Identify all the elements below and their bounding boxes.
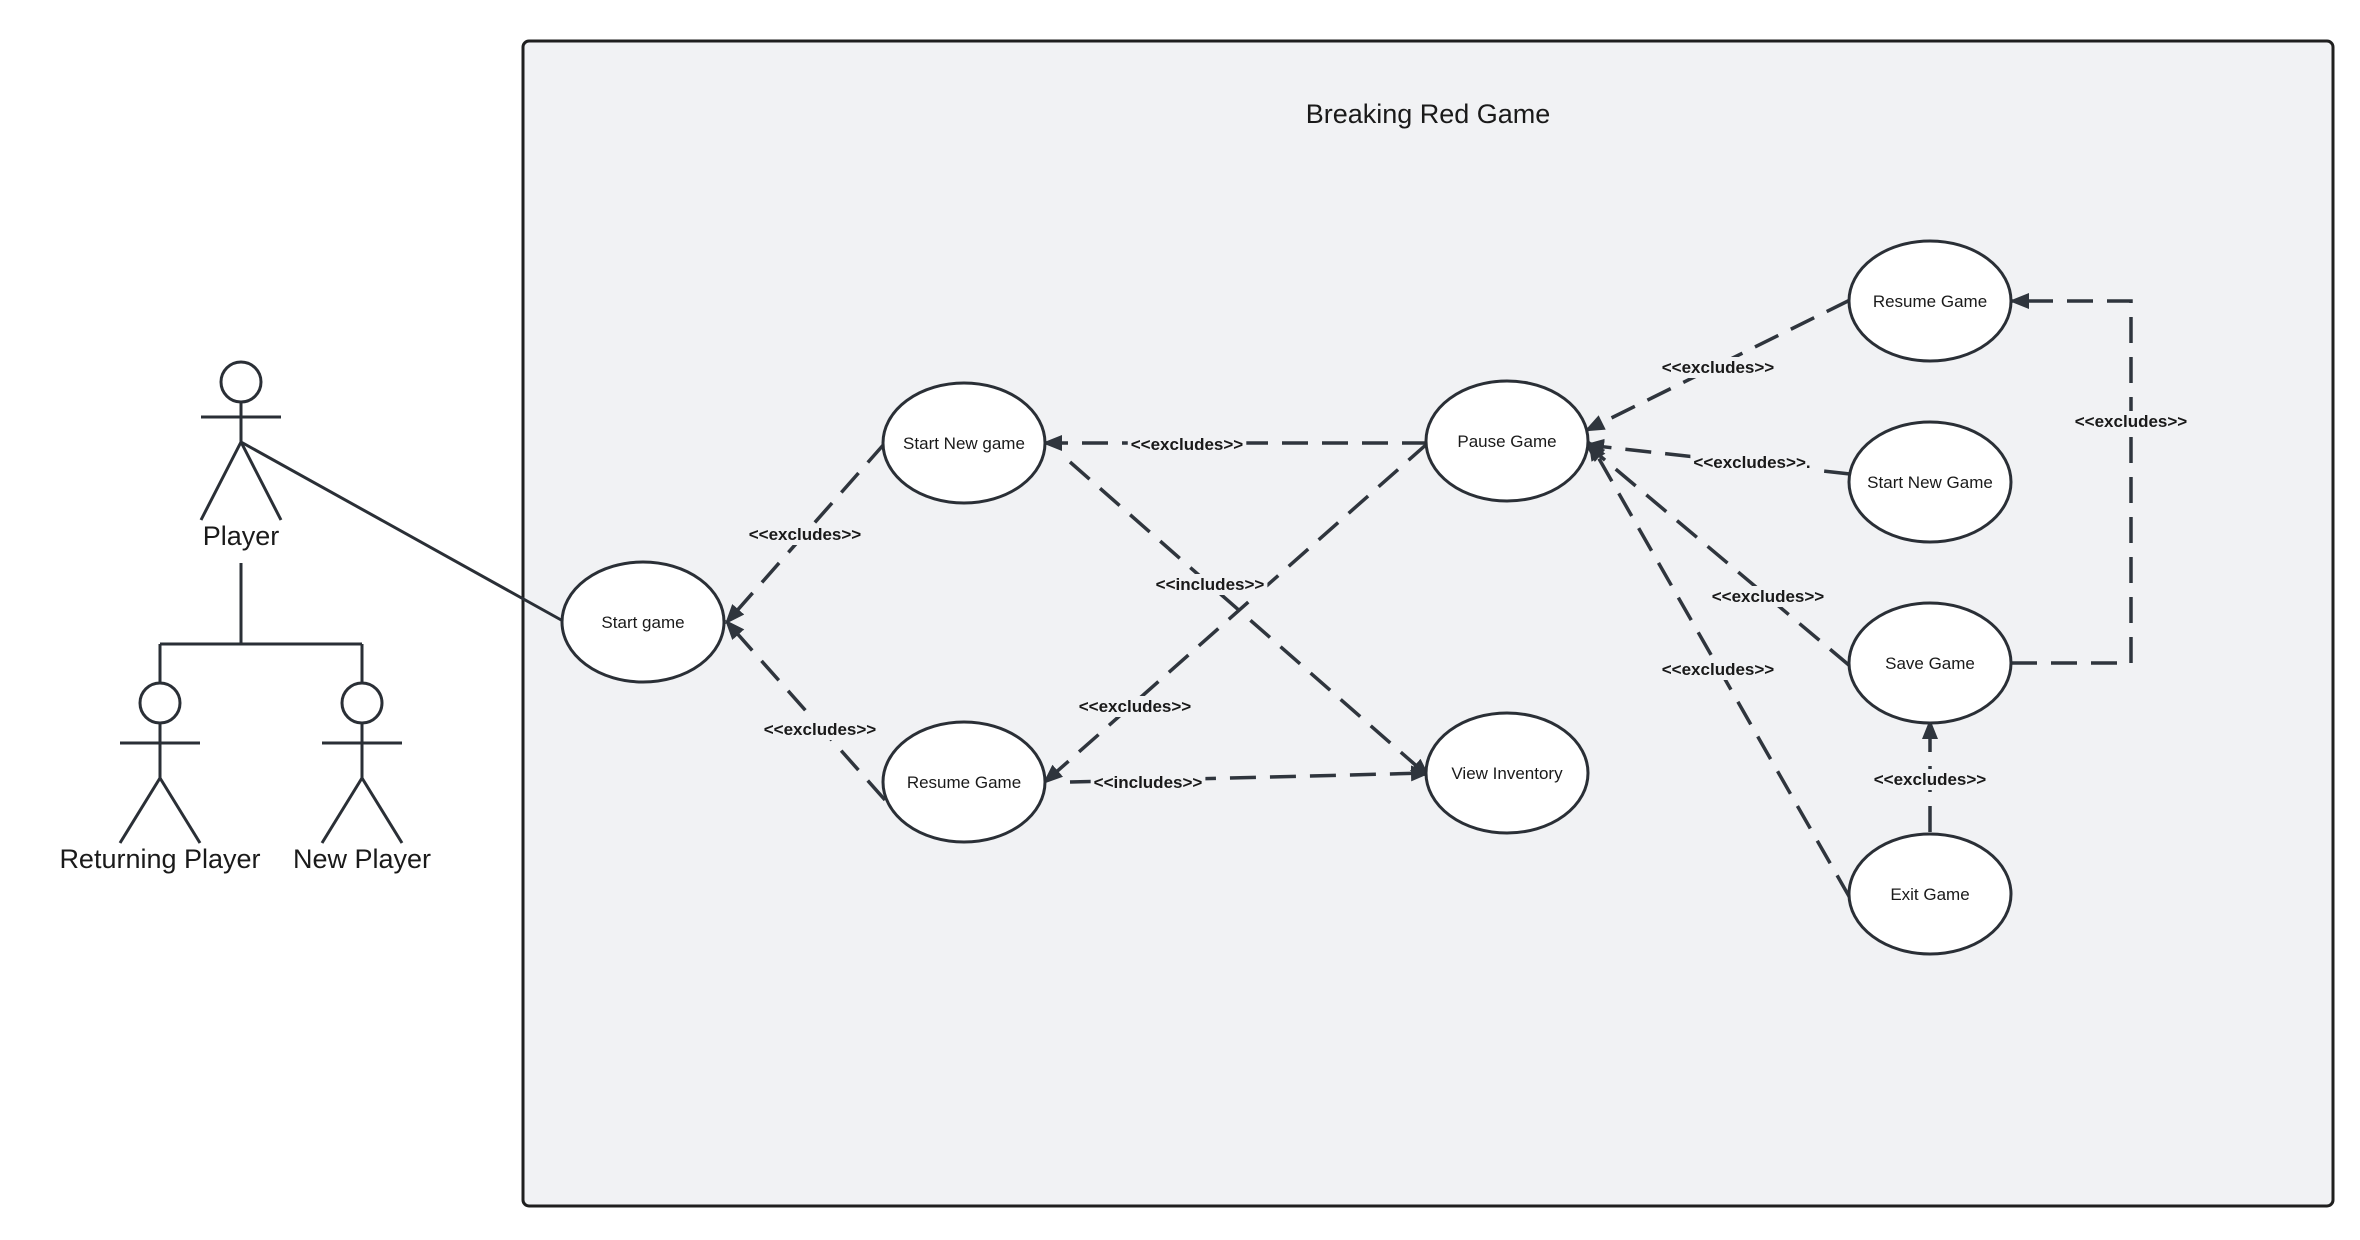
relation-label-bg	[1658, 659, 1778, 680]
use-case-label: Resume Game	[1873, 292, 1987, 311]
relation-label-bg	[1870, 769, 1990, 790]
edge-resume-right-to-pause	[1584, 298, 1851, 432]
relation-label-bg	[1127, 434, 1247, 455]
use-case-pause-game[interactable]: Pause Game	[1424, 379, 1590, 503]
use-case-resume-game-right[interactable]: Resume Game	[1847, 239, 2013, 363]
relation-label: <<excludes>>	[1131, 435, 1244, 454]
actor-head	[340, 681, 384, 725]
actor-head	[138, 681, 182, 725]
actor-label: Player	[203, 521, 280, 551]
use-case-label: Start New game	[903, 434, 1025, 453]
relation-label: <<excludes>>	[1662, 660, 1775, 679]
actor-new-player[interactable]: New Player	[293, 681, 431, 874]
edge-pause-to-resume	[1042, 441, 1430, 784]
relation-label-bg	[1690, 452, 1814, 473]
use-case-save-game[interactable]: Save Game	[1847, 601, 2013, 725]
actor-returning-player[interactable]: Returning Player	[59, 681, 261, 874]
system-title: Breaking Red Game	[1306, 99, 1551, 129]
relation-label-bg	[1658, 357, 1778, 378]
relation-label: <<excludes>>	[764, 720, 877, 739]
relation-label: <<excludes>>.	[1693, 453, 1810, 472]
relation-label-bg	[1152, 574, 1268, 595]
actor-head	[219, 360, 263, 404]
relation-label-bg	[1708, 586, 1828, 607]
relation-label: <<excludes>>	[749, 525, 862, 544]
relation-label: <<excludes>>	[1874, 770, 1987, 789]
generalization-lines	[158, 563, 364, 683]
actor-label: New Player	[293, 844, 431, 874]
relation-label: <<excludes>>	[2075, 412, 2188, 431]
relation-label-bg	[2071, 411, 2191, 432]
system-boundary	[521, 39, 2335, 1208]
use-case-label: Save Game	[1885, 654, 1975, 673]
relation-label: <<includes>>	[1094, 773, 1203, 792]
relation-label-bg	[1090, 772, 1206, 793]
use-case-label: Resume Game	[907, 773, 1021, 792]
use-case-start-new-game[interactable]: Start New game	[881, 381, 1047, 505]
use-case-exit-game[interactable]: Exit Game	[1847, 832, 2013, 956]
use-case-label: View Inventory	[1451, 764, 1563, 783]
use-case-label: Exit Game	[1890, 885, 1969, 904]
use-case-label: Pause Game	[1457, 432, 1556, 451]
relation-label-bg	[760, 719, 880, 740]
association-line	[240, 440, 564, 623]
use-case-view-inventory[interactable]: View Inventory	[1424, 711, 1590, 835]
relation-label: <<excludes>>	[1712, 587, 1825, 606]
actor-label: Returning Player	[59, 844, 260, 874]
relation-label: <<excludes>>	[1079, 697, 1192, 716]
actor-player[interactable]: Player	[199, 360, 283, 551]
relation-label: <<excludes>>	[1662, 358, 1775, 377]
use-case-start-game[interactable]: Start game	[560, 560, 726, 684]
edge-save-to-resume-right	[2009, 293, 2133, 665]
use-case-label: Start New Game	[1867, 473, 1993, 492]
use-case-resume-game[interactable]: Resume Game	[881, 720, 1047, 844]
use-case-label: Start game	[601, 613, 684, 632]
use-case-start-new-game-right[interactable]: Start New Game	[1847, 420, 2013, 544]
relation-label-bg	[745, 524, 865, 545]
relation-label: <<includes>>	[1156, 575, 1265, 594]
relation-label-bg	[1075, 696, 1195, 717]
relationship-labels: <<excludes>> <<excludes>> <<excludes>> <…	[745, 357, 2191, 793]
edge-save-to-pause	[1584, 443, 1852, 668]
